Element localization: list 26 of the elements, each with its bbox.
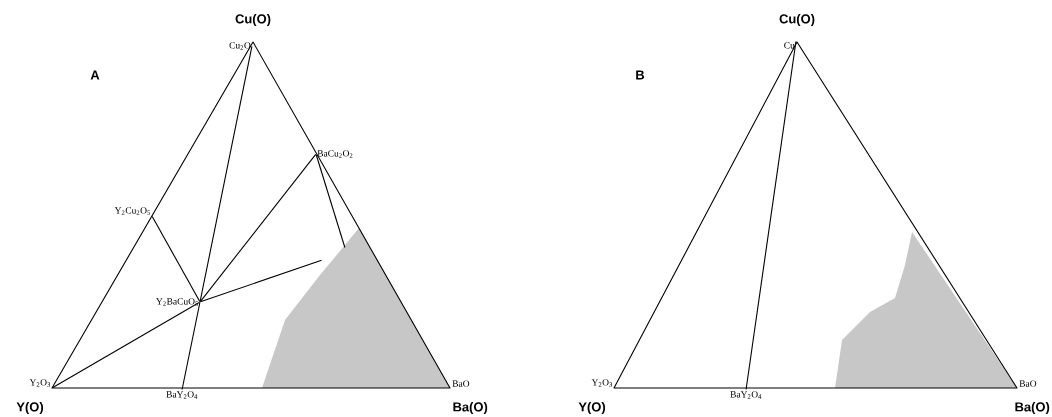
tie-line (151, 215, 201, 303)
tie-line (181, 301, 201, 391)
corner-label: Y(O) (578, 401, 606, 415)
phase-label: Y$_{2}$O$_{3}$ (29, 379, 51, 387)
shaded-region (262, 228, 450, 388)
phase-label: Y$_{2}$BaCuO$_{5}$ (156, 298, 199, 306)
phase-label: Y$_{2}$Cu$_{2}$O$_{5}$ (114, 207, 151, 215)
phase-label: BaO (1019, 380, 1037, 387)
phase-label: BaY$_{2}$O$_{4}$ (730, 391, 762, 399)
tie-line (315, 153, 346, 249)
tie-line (199, 153, 317, 303)
phase-label: Y$_{2}$O$_{3}$ (591, 379, 613, 387)
shaded-region (835, 232, 1017, 388)
phase-label: Cu$_{2}$O (229, 42, 251, 50)
phase-label: BaCu$_{2}$O$_{2}$ (317, 150, 353, 158)
corner-label: Y(O) (16, 401, 44, 415)
corner-label: Cu(O) (235, 13, 271, 27)
corner-label: Ba(O) (453, 401, 488, 415)
corner-label: Ba(O) (1015, 401, 1050, 415)
phase-label: BaO (452, 380, 470, 387)
tie-line (199, 259, 323, 303)
panel-letter: B (636, 70, 645, 80)
panel-letter: A (90, 70, 100, 80)
phase-label: BaY$_{2}$O$_{4}$ (166, 391, 198, 399)
phase-label: Cu (784, 42, 795, 49)
corner-label: Cu(O) (779, 13, 815, 27)
